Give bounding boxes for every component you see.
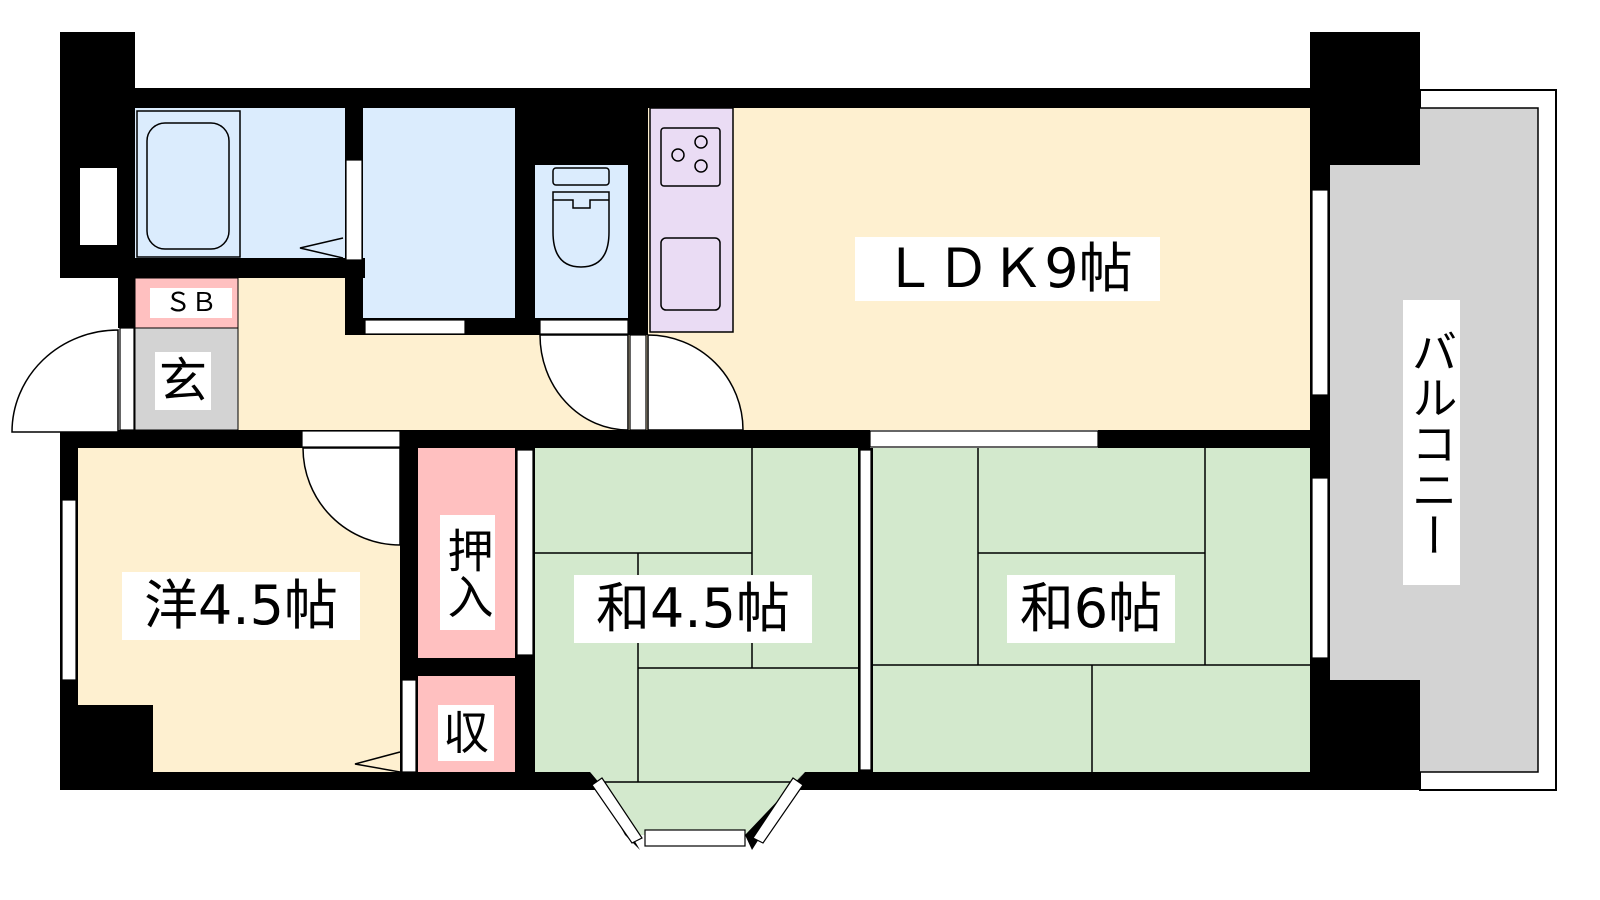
storage-label: 収 xyxy=(438,705,494,761)
washroom-floor xyxy=(363,108,515,318)
stove-icon xyxy=(660,127,721,187)
japanese-large-label: 和6帖 xyxy=(1007,575,1175,643)
sink-icon xyxy=(660,237,721,311)
toilet-icon xyxy=(552,167,610,268)
bay-window-floor xyxy=(590,772,805,835)
bathtub-icon xyxy=(136,110,241,258)
closet-label: 押入 xyxy=(440,515,495,630)
openings xyxy=(61,159,1329,847)
door-swings xyxy=(11,237,744,773)
shoe-box-label: ＳＢ xyxy=(150,288,232,318)
tatami-lines xyxy=(535,448,1310,783)
balcony-label: バルコニー xyxy=(1403,300,1460,585)
entrance-label: 玄 xyxy=(155,352,211,410)
japanese-small-label: 和4.5帖 xyxy=(574,575,812,643)
western-room-label: 洋4.5帖 xyxy=(122,572,360,640)
ldk-label: ＬＤＫ9帖 xyxy=(855,237,1160,301)
